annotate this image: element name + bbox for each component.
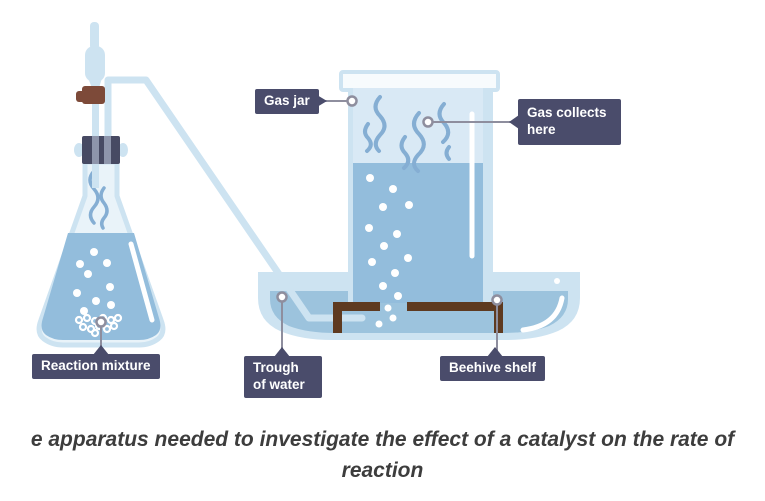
bubble: [103, 259, 111, 267]
label-beehive-shelf: Beehive shelf: [440, 356, 546, 381]
bubble: [389, 314, 397, 322]
bung-tube-hole: [92, 136, 99, 164]
flask-neck-lip: [118, 143, 128, 157]
connector-node: [491, 294, 503, 306]
beehive-shelf: [333, 302, 503, 333]
delivery-tube: [104, 76, 366, 322]
label-pointer: [487, 347, 503, 357]
figure-caption-line2: reaction: [341, 459, 424, 482]
label-trough-of-water: Trough of water: [244, 356, 322, 398]
bubble: [404, 254, 412, 262]
funnel-top-tube: [90, 22, 99, 50]
bubble: [368, 258, 376, 266]
bubble: [84, 270, 92, 278]
beehive-shelf-left: [333, 302, 380, 333]
bung: [74, 136, 128, 164]
catalyst-particle: [109, 321, 119, 331]
connector-node: [346, 95, 358, 107]
bubble: [379, 282, 387, 290]
gas-wisp-icon: [99, 186, 109, 230]
bubble: [73, 289, 81, 297]
figure-caption: e apparatus needed to investigate the ef…: [0, 424, 765, 486]
bubble: [384, 304, 392, 312]
flask-liquid: [41, 233, 161, 340]
conical-flask-assembly: [36, 22, 166, 348]
bubble: [365, 224, 373, 232]
label-reaction-mixture: Reaction mixture: [32, 354, 160, 379]
label-pointer: [509, 115, 519, 129]
bubble: [90, 248, 98, 256]
bubble: [405, 201, 413, 209]
bubble: [375, 320, 383, 328]
catalyst-particle: [106, 315, 116, 325]
gas-wisp-icon: [363, 122, 373, 153]
catalyst-particle: [82, 313, 92, 323]
bubble: [106, 283, 114, 291]
connector-node: [95, 316, 107, 328]
label-gas-collects-here: Gas collects here: [518, 99, 621, 145]
bubble: [92, 297, 100, 305]
gas-jar-rim: [339, 70, 500, 92]
gas-jar-bubbles: [365, 174, 413, 300]
catalyst-particle: [78, 322, 88, 332]
bubble: [76, 260, 84, 268]
catalyst-particle: [102, 324, 112, 334]
gas-wisp-icon: [373, 95, 387, 153]
bubble: [379, 203, 387, 211]
label-pointer: [317, 95, 327, 107]
label-pointer: [274, 347, 290, 357]
bubble: [107, 301, 115, 309]
catalyst-particle: [90, 328, 100, 338]
gas-jar: [339, 70, 500, 303]
clip-body: [82, 86, 105, 104]
label-pointer: [93, 345, 109, 355]
bubble: [366, 174, 374, 182]
catalyst-particle: [74, 315, 84, 325]
bubble: [391, 269, 399, 277]
bubble: [393, 230, 401, 238]
flask-neck-lip: [74, 143, 84, 157]
gas-wisp-icon: [88, 169, 100, 225]
beehive-shelf-right: [407, 302, 503, 333]
figure-caption-line1: e apparatus needed to investigate the ef…: [30, 428, 735, 451]
flask-highlight: [128, 241, 155, 323]
trough-highlight-dot: [554, 278, 560, 284]
gas-wisp-icon: [412, 111, 426, 173]
shelf-gap-bubbles: [375, 304, 397, 328]
catalyst-particle: [113, 313, 123, 323]
bubble: [394, 292, 402, 300]
flask-bubbles: [73, 248, 115, 315]
bung-body: [82, 136, 120, 164]
bubble: [380, 242, 388, 250]
bung-tube-hole: [104, 136, 111, 164]
connector-node: [276, 291, 288, 303]
gas-wisp-icon: [444, 145, 451, 161]
bubble: [389, 185, 397, 193]
tap-clip: [76, 86, 105, 104]
funnel-body: [85, 46, 105, 82]
trough-highlight: [520, 295, 565, 333]
gas-jar-water: [353, 163, 483, 303]
bubble: [80, 307, 88, 315]
gas-wisp-icon: [399, 135, 411, 170]
catalyst-particle: [86, 324, 96, 334]
connectors: [93, 95, 519, 357]
connector-node: [422, 116, 434, 128]
flask-gas-wisps-icon: [88, 169, 109, 230]
label-gas-jar: Gas jar: [255, 89, 319, 114]
